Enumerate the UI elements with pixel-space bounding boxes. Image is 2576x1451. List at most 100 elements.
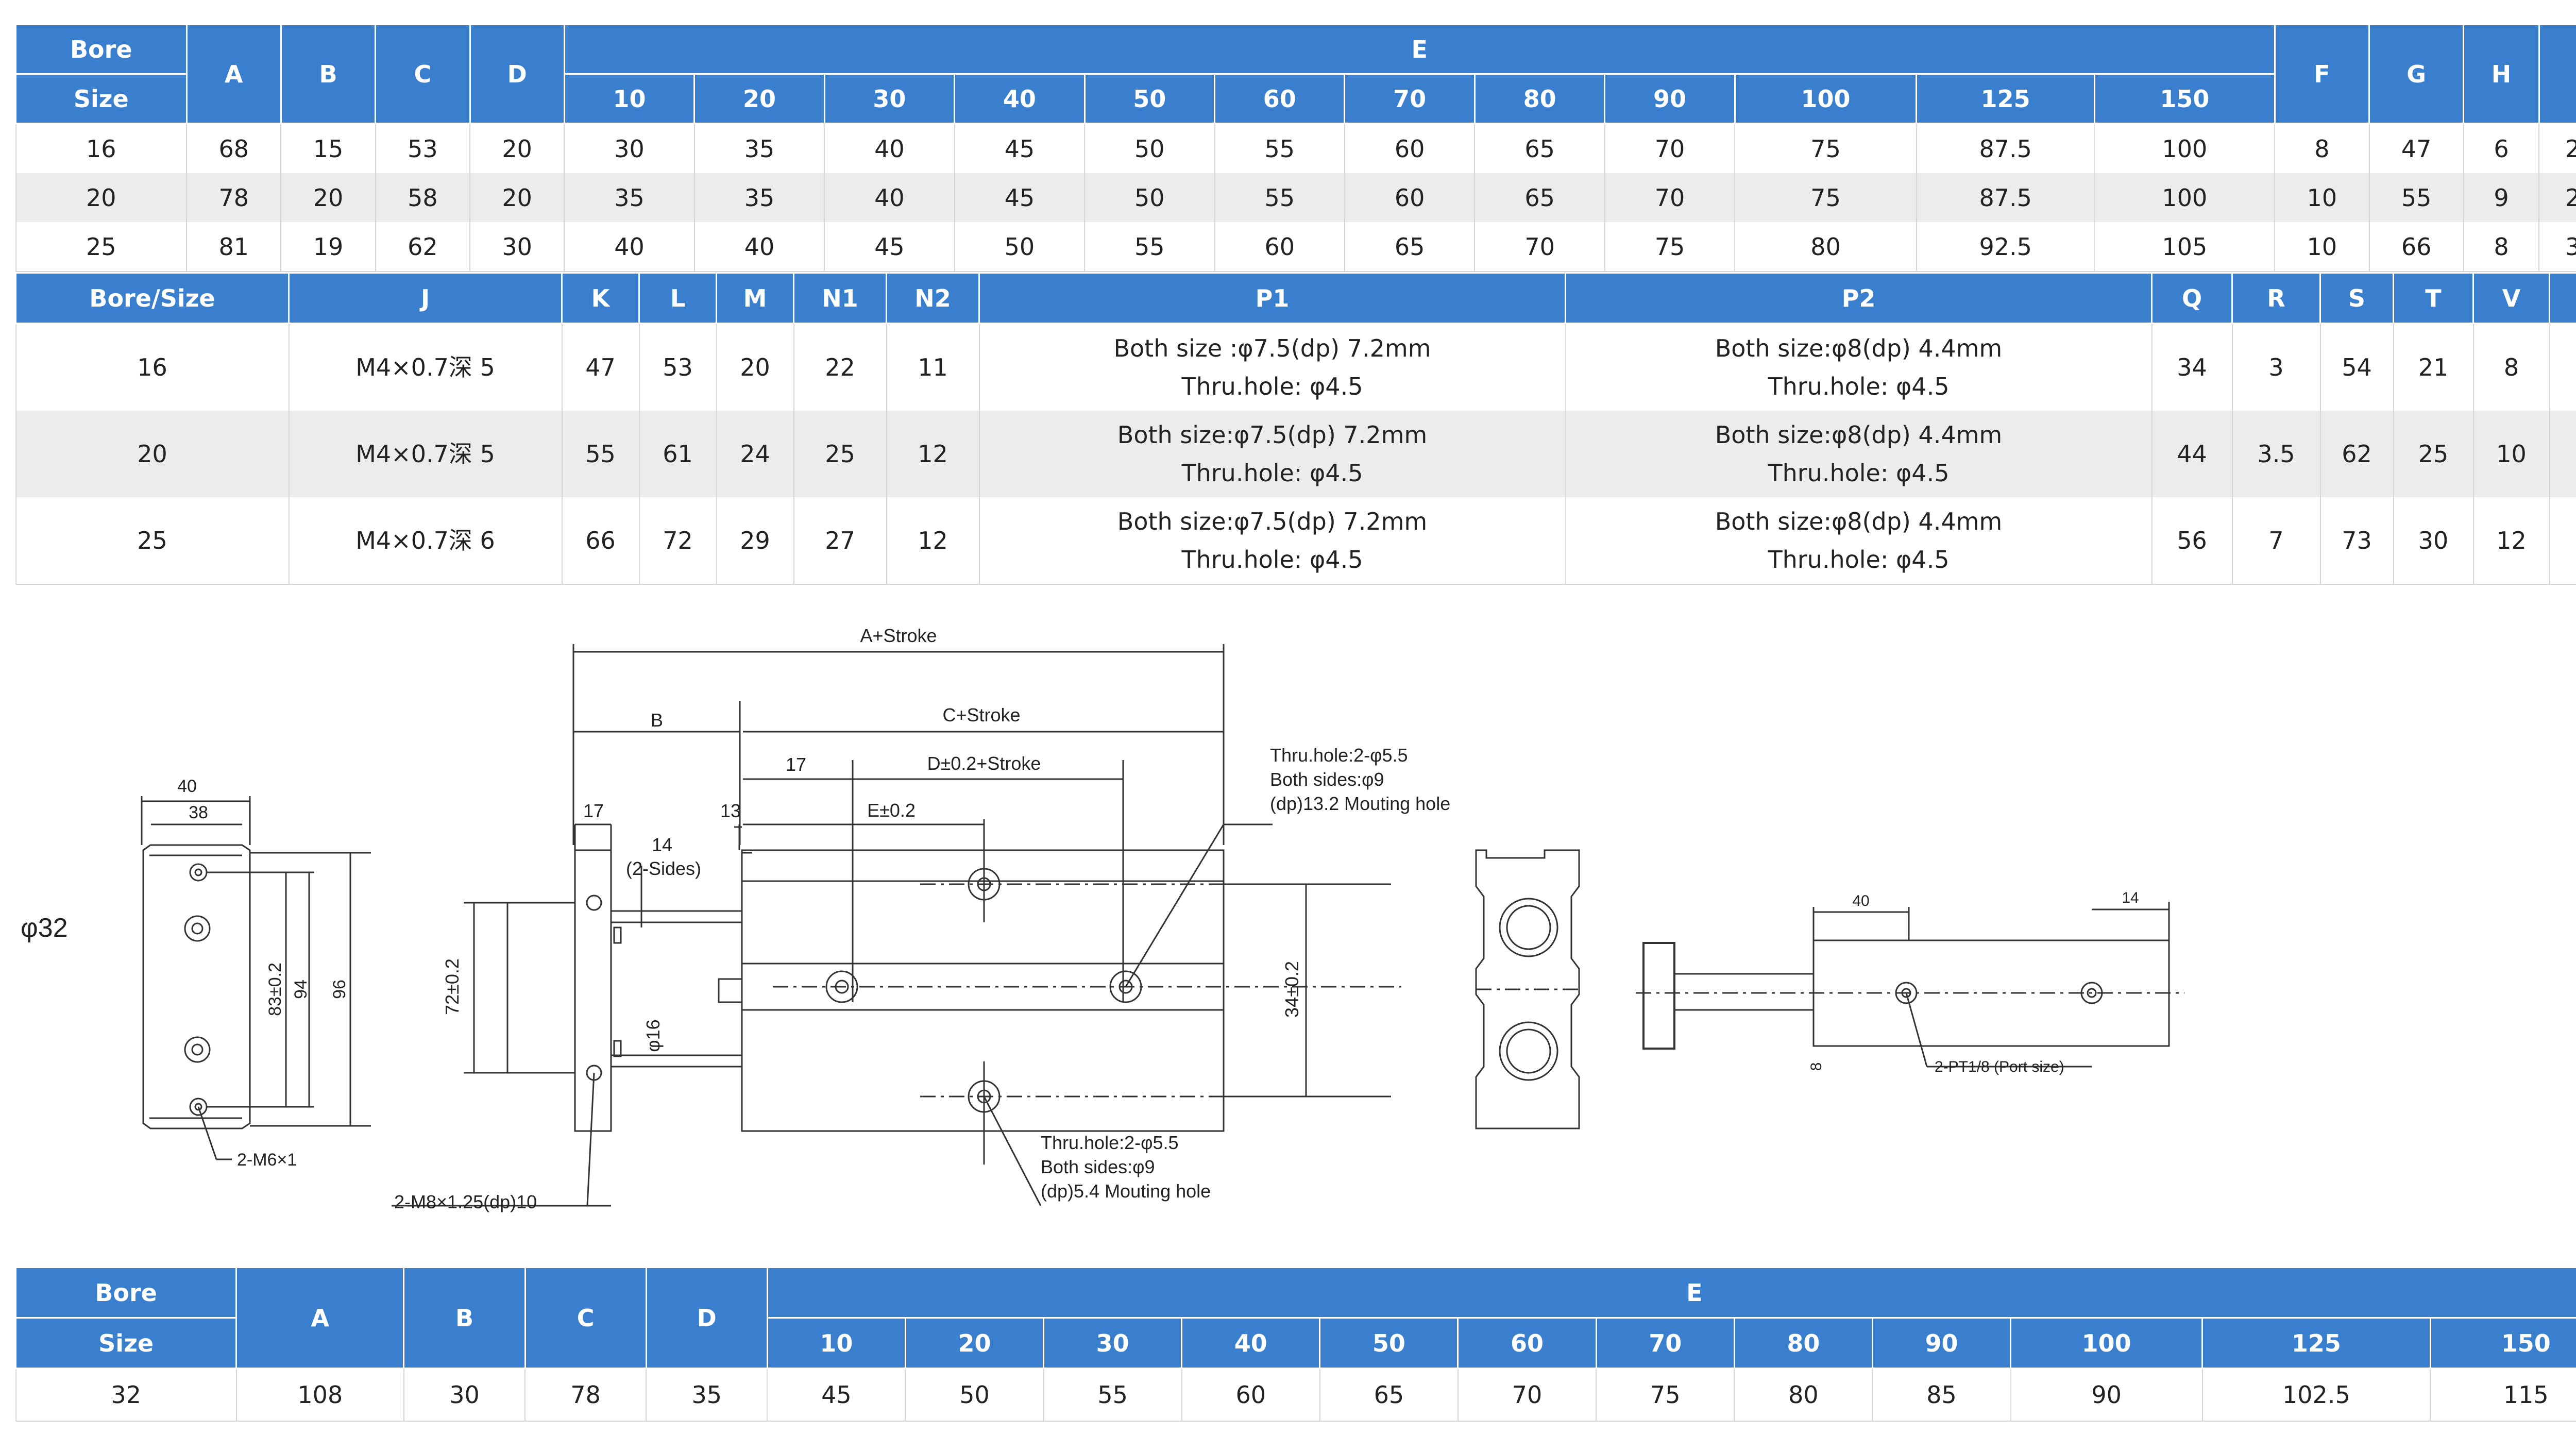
note-top-2: Both sides:φ9 xyxy=(1270,769,1384,790)
dim-b: B xyxy=(651,710,663,731)
header-cell: S xyxy=(2319,272,2394,324)
dim-94: 94 xyxy=(291,980,311,999)
table-cell: 15 xyxy=(281,123,376,173)
header-stroke: 70 xyxy=(1344,73,1476,124)
table-cell: 32 xyxy=(15,1368,237,1422)
table-cell: 65 xyxy=(1475,173,1605,222)
table-cell: 6 xyxy=(2463,123,2540,173)
dim-83: 83±0.2 xyxy=(265,963,285,1016)
table-cell: 25 xyxy=(793,411,887,497)
table-cell: 80 xyxy=(1734,1368,1873,1422)
header-b: B xyxy=(403,1267,526,1369)
table-cell: 70 xyxy=(1475,222,1605,272)
dim-40: 40 xyxy=(177,777,197,796)
p1-line: Both size :φ7.5(dp) 7.2mm xyxy=(1113,334,1431,362)
table-cell: 20 xyxy=(281,173,376,222)
p2-line: Thru.hole: φ4.5 xyxy=(1768,546,1950,573)
header-f: F xyxy=(2274,24,2370,124)
small-dim-8: 8 xyxy=(1808,1062,1825,1071)
table-cell: 80 xyxy=(1735,222,1917,272)
small-dim-40: 40 xyxy=(1852,892,1869,909)
table-cell: 78 xyxy=(187,173,282,222)
cylinder-body xyxy=(741,849,1225,1132)
table-cell: 75 xyxy=(1735,123,1917,173)
header-h: H xyxy=(2463,24,2540,124)
table-cell: 50 xyxy=(1084,123,1215,173)
table-cell: 47 xyxy=(562,323,640,411)
table-cell: 60 xyxy=(1344,173,1476,222)
table-cell: 24 xyxy=(716,411,794,497)
note-top-1: Thru.hole:2-φ5.5 xyxy=(1270,745,1408,766)
note-bottom-3: (dp)5.4 Mouting hole xyxy=(1041,1180,1211,1202)
header-cell: L xyxy=(638,272,717,324)
table-cell: 87.5 xyxy=(1916,123,2095,173)
rod-end xyxy=(718,978,743,1003)
table-cell: 92.5 xyxy=(1916,222,2095,272)
table-cell: 34 xyxy=(2539,222,2576,272)
table-cell: 45 xyxy=(767,1368,906,1422)
header-stroke: 10 xyxy=(766,1317,906,1369)
dim-96: 96 xyxy=(330,980,349,999)
header-stroke: 150 xyxy=(2429,1317,2576,1369)
p2-line: Both size:φ8(dp) 4.4mm xyxy=(1715,421,2003,449)
header-i: I xyxy=(2538,24,2576,124)
table-cell: 11 xyxy=(886,323,980,411)
table-cell: 50 xyxy=(905,1368,1044,1422)
table-cell: 30 xyxy=(2393,497,2474,585)
p2-line: Both size:φ8(dp) 4.4mm xyxy=(1715,508,2003,535)
header-d: D xyxy=(469,24,565,124)
end-view-port xyxy=(184,1036,211,1063)
header-stroke: 125 xyxy=(2201,1317,2431,1369)
table-cell: 40 xyxy=(824,123,955,173)
profile-bore xyxy=(1499,1021,1558,1081)
table-cell: 60 xyxy=(1214,222,1345,272)
header-stroke: 60 xyxy=(1457,1317,1597,1369)
header-cell: P2 xyxy=(1565,272,2153,324)
table-cell: 90 xyxy=(2010,1368,2203,1422)
table-cell: 65 xyxy=(1344,222,1476,272)
table-cell: 8 xyxy=(2473,323,2550,411)
header-c: C xyxy=(524,1267,647,1369)
table-cell: 73 xyxy=(2320,497,2394,585)
technical-drawing: φ32 40 38 83±0.2 94 96 2-M6×1 A+Stroke B… xyxy=(21,625,2184,1212)
table-cell: M4×0.7深 5 xyxy=(289,411,563,497)
p2-line: Thru.hole: φ4.5 xyxy=(1768,459,1950,487)
table-cell: 62 xyxy=(2320,411,2394,497)
table-cell: 12 xyxy=(886,411,980,497)
header-stroke: 70 xyxy=(1595,1317,1735,1369)
table-cell: 10 xyxy=(2473,411,2550,497)
table-cell: 30 xyxy=(564,123,695,173)
side-tap-label: 2-M8×1.25(dp)10 xyxy=(394,1191,537,1212)
bore-label: φ32 xyxy=(21,913,68,943)
table-cell: 78 xyxy=(525,1368,647,1422)
header-cell: N1 xyxy=(793,272,887,324)
table-cell: 40 xyxy=(564,222,695,272)
p1-line: Both size:φ7.5(dp) 7.2mm xyxy=(1117,421,1428,449)
dim-two-sides: (2-Sides) xyxy=(626,858,701,879)
header-stroke: 90 xyxy=(1604,73,1736,124)
table-cell: 60 xyxy=(1181,1368,1320,1422)
table-cell: 27 xyxy=(793,497,887,585)
table-cell: 44 xyxy=(2151,411,2233,497)
end-view-outline xyxy=(142,844,251,1129)
table-cell: M4×0.7深 5 xyxy=(289,323,563,411)
small-side-body xyxy=(1812,939,2170,1047)
table-cell: 20 xyxy=(15,173,188,222)
table-cell: 65 xyxy=(1475,123,1605,173)
table-cell: 35 xyxy=(564,173,695,222)
table-cell: 6.1 xyxy=(2549,323,2576,411)
table-cell: 8.1 xyxy=(2549,411,2576,497)
profile-bore xyxy=(1499,898,1558,957)
table-cell: 35 xyxy=(694,123,825,173)
table-cell: 10.2 xyxy=(2549,497,2576,585)
header-stroke: 125 xyxy=(1916,73,2095,124)
table-cell: 56 xyxy=(2151,497,2233,585)
table-cell: 7 xyxy=(2232,497,2321,585)
